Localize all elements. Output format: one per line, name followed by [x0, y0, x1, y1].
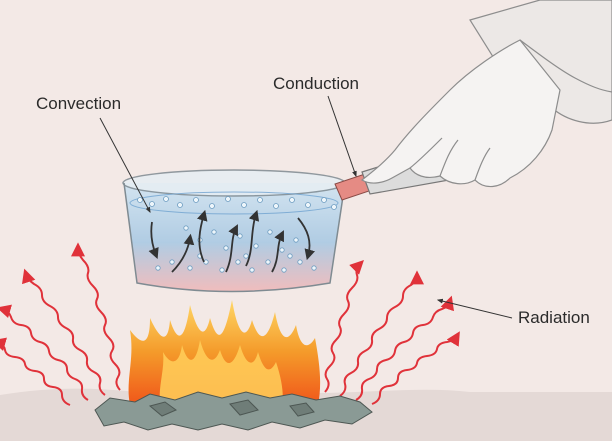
convection-leader	[99, 117, 151, 214]
label-radiation: Radiation	[518, 308, 590, 327]
radiation-arrows-right	[324, 260, 460, 405]
wavy-arrow	[371, 331, 460, 405]
conduction-leader	[327, 95, 357, 178]
wavy-arrow	[355, 295, 454, 401]
bubbles	[137, 196, 337, 273]
fire-flame	[128, 300, 321, 405]
hand	[360, 0, 612, 188]
wavy-arrow	[339, 270, 424, 397]
label-conduction: Conduction	[273, 74, 360, 93]
radiation-leader	[436, 298, 513, 319]
wavy-arrow	[71, 242, 121, 391]
convection-arrows	[148, 209, 315, 273]
label-leaders	[99, 95, 513, 319]
wavy-arrow	[324, 260, 364, 393]
wavy-arrow	[0, 337, 71, 406]
wavy-arrow	[22, 268, 106, 396]
label-convection: Convection	[36, 94, 122, 113]
radiation-arrows-left	[0, 242, 121, 406]
coals	[94, 391, 373, 431]
wavy-arrow	[0, 304, 89, 401]
